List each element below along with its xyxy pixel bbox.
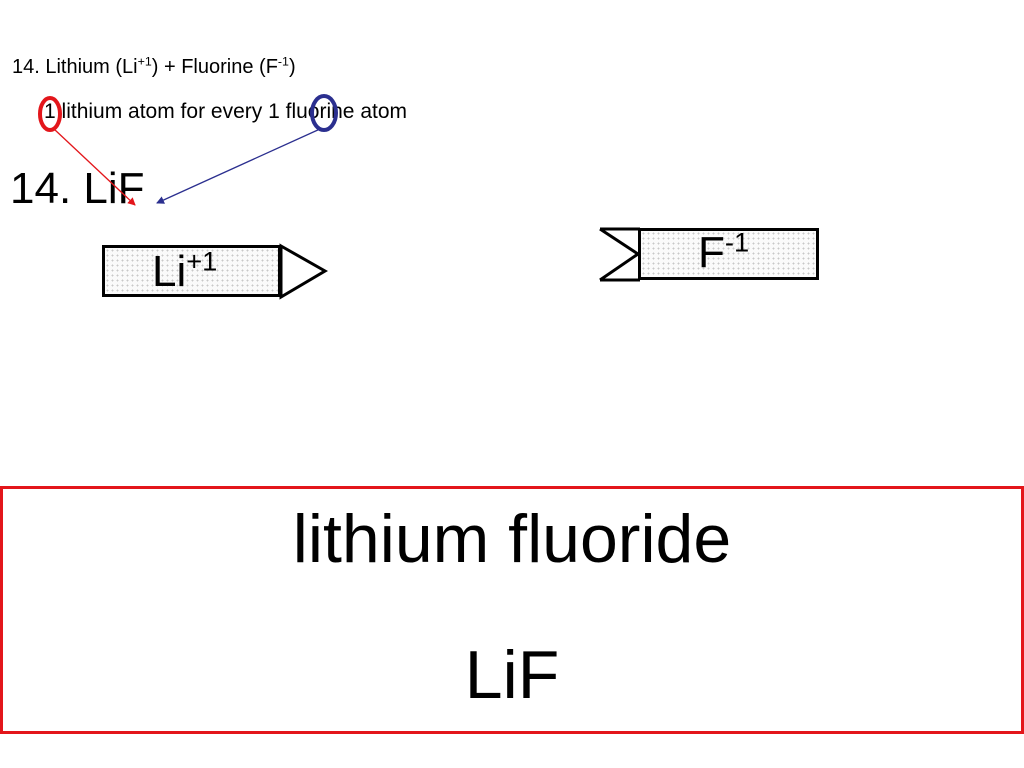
answer-box: [0, 486, 1024, 734]
fluorine-count-arrow: [156, 128, 321, 204]
fluoride-ion-label: F-1: [698, 228, 749, 278]
ratio-count-li: 1: [44, 100, 56, 123]
heading-li-charge: +1: [137, 54, 152, 69]
lithium-symbol: Li: [152, 247, 187, 296]
ratio-count-f: 1: [268, 100, 280, 123]
heading-text-c: ): [288, 56, 296, 78]
heading-text-a: 14. Lithium (Li: [12, 56, 138, 78]
ratio-text-f: fluorine atom: [279, 100, 408, 123]
lithium-count-arrow: [53, 128, 136, 206]
heading-f-charge: -1: [277, 54, 289, 69]
formula-title: 14. LiF: [10, 164, 145, 213]
heading-text-b: ) + Fluorine (F: [151, 56, 278, 78]
fluorine-charge: -1: [724, 226, 750, 258]
lithium-count-circle: [38, 96, 62, 132]
problem-heading: 14. Lithium (Li+1) + Fluorine (F-1): [12, 54, 296, 79]
lithium-ion-tab: [279, 243, 328, 300]
fluorine-symbol: F: [698, 228, 725, 277]
compound-name: lithium fluoride: [292, 501, 732, 577]
fluoride-ion-notch: [599, 227, 641, 282]
lithium-ion-tile: [102, 245, 281, 297]
ratio-text-li: lithium atom for every: [55, 100, 269, 123]
lithium-charge: +1: [186, 245, 218, 277]
fluoride-ion-tile: [638, 228, 819, 280]
lithium-ion-label: Li+1: [152, 247, 217, 297]
fluorine-count-circle: [310, 94, 338, 132]
compound-formula: LiF: [464, 637, 560, 713]
ratio-statement: 1 lithium atom for every 1 fluorine atom: [44, 100, 407, 124]
